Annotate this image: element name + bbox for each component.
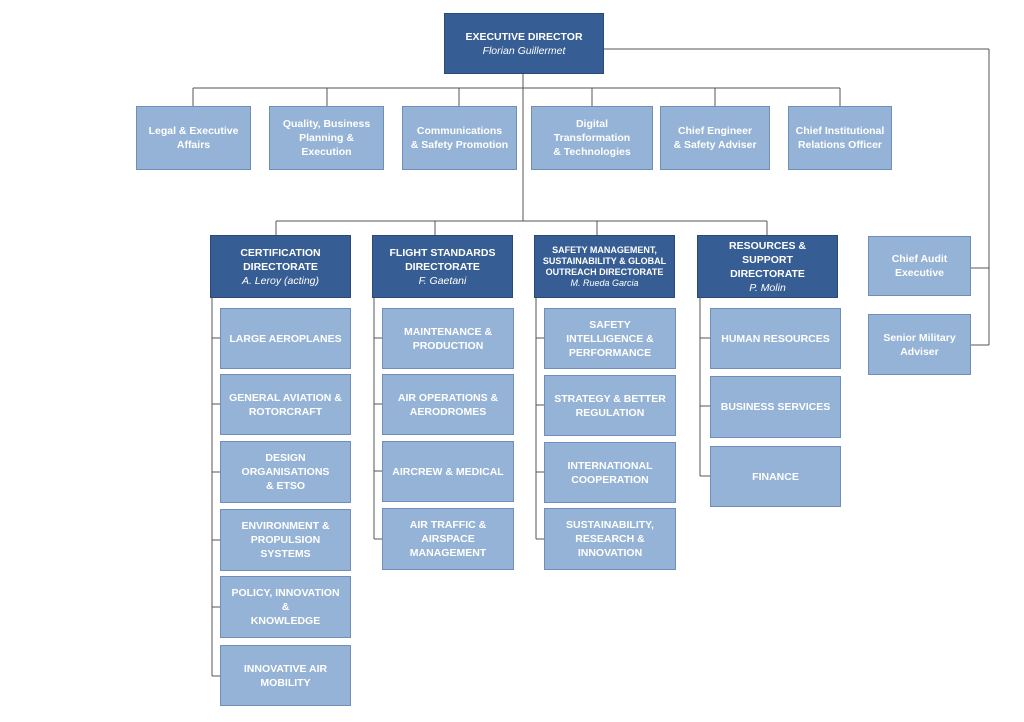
directorate-title: SAFETY MANAGEMENT, SUSTAINABILITY & GLOB… <box>542 244 667 277</box>
unit-general-aviation-rotorcraft: GENERAL AVIATION & ROTORCRAFT <box>220 374 351 435</box>
unit-business-services: BUSINESS SERVICES <box>710 376 841 438</box>
unit-senior-military-adviser: Senior Military Adviser <box>868 314 971 375</box>
unit-air-traffic-airspace: AIR TRAFFIC & AIRSPACE MANAGEMENT <box>382 508 514 570</box>
unit-sustainability-research-innovation: SUSTAINABILITY, RESEARCH & INNOVATION <box>544 508 676 570</box>
directorate-flight-standards: FLIGHT STANDARDS DIRECTORATE F. Gaetani <box>372 235 513 298</box>
directorate-person: A. Leroy (acting) <box>241 274 320 287</box>
unit-digital-transformation: Digital Transformation & Technologies <box>531 106 653 170</box>
unit-environment-propulsion: ENVIRONMENT & PROPULSION SYSTEMS <box>220 509 351 571</box>
unit-innovative-air-mobility: INNOVATIVE AIR MOBILITY <box>220 645 351 706</box>
directorate-safety-management: SAFETY MANAGEMENT, SUSTAINABILITY & GLOB… <box>534 235 675 298</box>
unit-air-operations-aerodromes: AIR OPERATIONS & AERODROMES <box>382 374 514 435</box>
directorate-title: FLIGHT STANDARDS DIRECTORATE <box>389 246 496 273</box>
unit-policy-innovation-knowledge: POLICY, INNOVATION & KNOWLEDGE <box>220 576 351 638</box>
directorate-resources-support: RESOURCES & SUPPORT DIRECTORATE P. Molin <box>697 235 838 298</box>
unit-chief-engineer: Chief Engineer & Safety Adviser <box>660 106 770 170</box>
directorate-title: CERTIFICATION DIRECTORATE <box>240 246 321 273</box>
directorate-person: P. Molin <box>749 281 786 294</box>
directorate-title: RESOURCES & SUPPORT DIRECTORATE <box>728 239 806 280</box>
unit-human-resources: HUMAN RESOURCES <box>710 308 841 369</box>
executive-title: EXECUTIVE DIRECTOR <box>465 30 583 43</box>
unit-finance: FINANCE <box>710 446 841 507</box>
directorate-certification: CERTIFICATION DIRECTORATE A. Leroy (acti… <box>210 235 351 298</box>
unit-maintenance-production: MAINTENANCE & PRODUCTION <box>382 308 514 369</box>
directorate-person: F. Gaetani <box>418 274 467 287</box>
unit-communications-safety-promotion: Communications & Safety Promotion <box>402 106 517 170</box>
directorate-person: M. Rueda Garcia <box>570 277 639 288</box>
unit-safety-intelligence-performance: SAFETY INTELLIGENCE & PERFORMANCE <box>544 308 676 369</box>
unit-chief-audit-executive: Chief Audit Executive <box>868 236 971 296</box>
unit-chief-institutional-relations: Chief Institutional Relations Officer <box>788 106 892 170</box>
unit-strategy-better-regulation: STRATEGY & BETTER REGULATION <box>544 375 676 436</box>
executive-director-box: EXECUTIVE DIRECTOR Florian Guillermet <box>444 13 604 74</box>
executive-person: Florian Guillermet <box>482 44 566 57</box>
unit-legal-executive-affairs: Legal & Executive Affairs <box>136 106 251 170</box>
unit-large-aeroplanes: LARGE AEROPLANES <box>220 308 351 369</box>
unit-international-cooperation: INTERNATIONAL COOPERATION <box>544 442 676 503</box>
unit-aircrew-medical: AIRCREW & MEDICAL <box>382 441 514 502</box>
unit-design-organisations-etso: DESIGN ORGANISATIONS & ETSO <box>220 441 351 503</box>
unit-quality-business-planning: Quality, Business Planning & Execution <box>269 106 384 170</box>
